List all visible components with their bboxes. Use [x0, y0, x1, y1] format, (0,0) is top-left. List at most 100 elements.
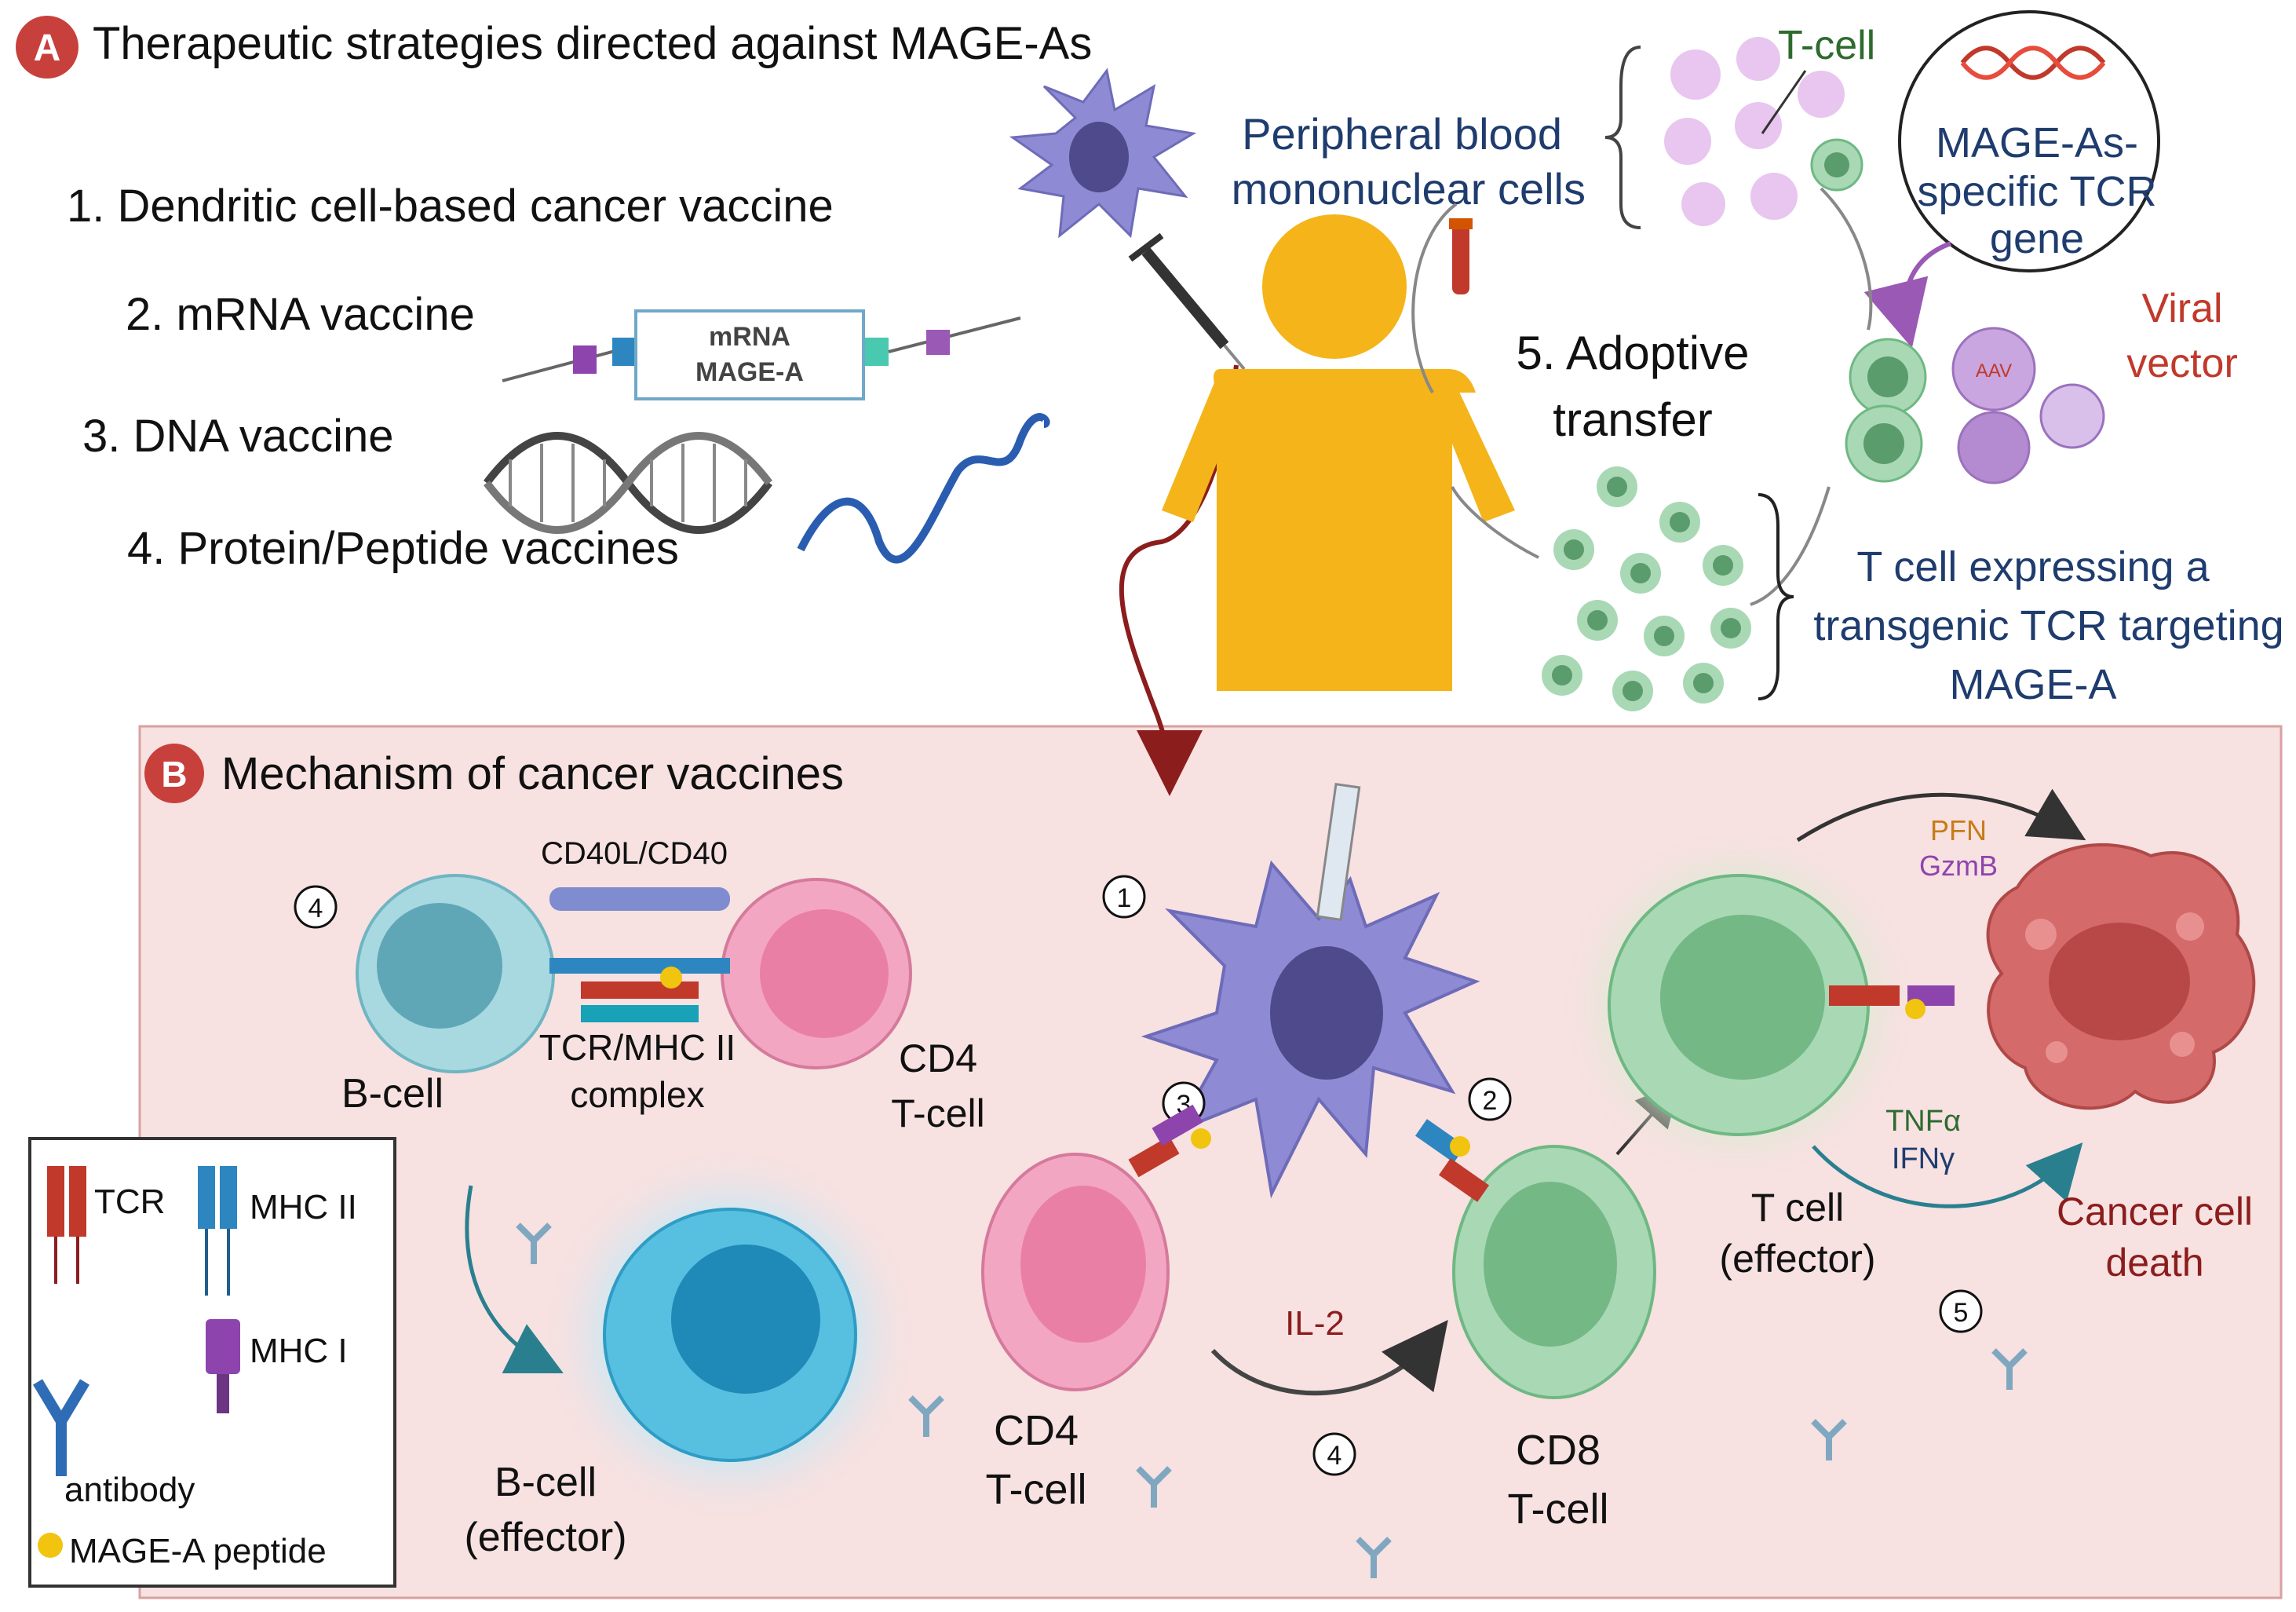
- legend-tcr-label: TCR: [94, 1182, 165, 1221]
- expanded-tcell-cluster-icon: [1542, 466, 1794, 711]
- bcell-effector-label-line2: (effector): [464, 1515, 626, 1560]
- legend-antibody-label: antibody: [64, 1471, 195, 1509]
- mrna-box-line1: mRNA: [709, 322, 790, 352]
- antibody-icons: [516, 1223, 2028, 1578]
- cd4-bottom-label-line2: T-cell: [985, 1466, 1086, 1513]
- blood-tube-icon: [1449, 218, 1473, 294]
- gzmb-label: GzmB: [1919, 850, 1998, 882]
- mrna-vaccine-icon: mRNA MAGE-A: [502, 309, 1021, 400]
- step-5-marker: [1939, 1289, 1983, 1333]
- mrna-box-line2: MAGE-A: [695, 357, 804, 387]
- pbmc-label-line2: mononuclear cells: [1232, 164, 1586, 214]
- tcr-mhc-label-line2: complex: [570, 1074, 704, 1115]
- panel-b-background: [138, 725, 2283, 1599]
- tnfa-label: TNFα: [1885, 1105, 1961, 1138]
- bcell-label: B-cell: [341, 1071, 444, 1117]
- peptide-chain-icon: [797, 413, 1050, 564]
- pbmc-cluster-icon: [1604, 37, 1863, 229]
- transgenic-label-line3: MAGE-A: [1949, 661, 2116, 708]
- teff-label-line2: (effector): [1719, 1237, 1875, 1281]
- cancer-death-label-line2: death: [2105, 1241, 2203, 1285]
- strategy-list: 1. Dendritic cell-based cancer vaccine 2…: [67, 181, 834, 574]
- syringe-icon: [1128, 232, 1246, 371]
- pbmc-label-line1: Peripheral blood: [1242, 109, 1562, 159]
- panel-a-title: Therapeutic strategies directed against …: [93, 18, 1092, 69]
- bcell-effector-label-line1: B-cell: [495, 1460, 597, 1505]
- vaccination-route-arrow: [1119, 364, 1239, 796]
- aav-label: AAV: [1976, 360, 2012, 382]
- transgenic-label-line2: transgenic TCR targeting: [1813, 602, 2283, 649]
- tnfa-ifng-arrow: [1812, 1142, 2083, 1208]
- cd8-tcell-icon: [1414, 1119, 1656, 1399]
- step-4-bottom-marker: [1312, 1432, 1356, 1476]
- effector-tcell-icon: [1558, 824, 1955, 1186]
- transgenic-label-line1: T cell expressing a: [1856, 543, 2210, 590]
- cd4-tcell-bottom-icon: [981, 1104, 1211, 1391]
- tcr-gene-callout: MAGE-As- specific TCR gene: [1898, 10, 2160, 272]
- strategy-dendritic: 1. Dendritic cell-based cancer vaccine: [67, 181, 834, 232]
- expansion-loop: [1750, 486, 1831, 606]
- gene-to-vector-arrow: [1863, 241, 1952, 349]
- dna-helix-icon: [484, 432, 772, 534]
- pbmc-to-vector-loop: [1820, 187, 1873, 331]
- dendritic-cell-top-icon: [1009, 68, 1197, 239]
- panel-b-badge: [144, 744, 204, 803]
- tcr-gene-label-line2: specific TCR: [1917, 168, 2156, 215]
- cd8-label-line1: CD8: [1516, 1427, 1601, 1474]
- pfn-gzmb-arrow: [1796, 788, 2086, 843]
- reinfusion-loop: [1451, 486, 1539, 559]
- dendritic-cell-center-icon: [1141, 783, 1480, 1199]
- viral-vector-label-line1: Viral: [2141, 286, 2222, 331]
- tcr-gene-label-line3: gene: [1990, 215, 2084, 262]
- tcr-gene-label-line1: MAGE-As-: [1936, 119, 2138, 166]
- legend-mhc2-label: MHC II: [250, 1188, 357, 1226]
- legend-peptide-icon: [38, 1533, 63, 1558]
- strategy-mrna: 2. mRNA vaccine: [126, 289, 475, 340]
- cd8-label-line2: T-cell: [1507, 1486, 1608, 1533]
- step-4-bottom-number: 4: [1327, 1441, 1342, 1471]
- tcr-gene-dna-icon: [1960, 46, 2106, 80]
- cd4-bottom-label-line1: CD4: [994, 1407, 1079, 1454]
- step-2-marker: [1468, 1077, 1512, 1121]
- pfn-label: PFN: [1930, 814, 1987, 846]
- step-5-number: 5: [1954, 1298, 1969, 1328]
- cd4-top-label-line1: CD4: [899, 1036, 977, 1080]
- step-1-marker: [1102, 875, 1146, 919]
- tcell-label: T-cell: [1778, 23, 1875, 68]
- legend-box: TCR MHC II MHC I antibody MAGE-A peptide: [28, 1137, 396, 1588]
- strategy-dna: 3. DNA vaccine: [82, 411, 394, 462]
- bcell-activation-arrow: [465, 1185, 564, 1373]
- strategy-protein: 4. Protein/Peptide vaccines: [127, 523, 679, 574]
- legend-mhc1-label: MHC I: [250, 1332, 348, 1370]
- effector-bcell-icon: [542, 1146, 918, 1523]
- legend-antibody-icon: [32, 1379, 90, 1476]
- cancer-death-label-line1: Cancer cell: [2057, 1190, 2253, 1234]
- viral-vector-label-line2: vector: [2126, 341, 2238, 386]
- legend-tcr-icon: [47, 1166, 86, 1284]
- pbmc-extraction-loop: [1411, 203, 1458, 393]
- viral-vector-icons: AAV: [1951, 327, 2105, 484]
- panel-b-badge-letter: B: [161, 754, 187, 795]
- panel-b-title: Mechanism of cancer vaccines: [221, 748, 844, 799]
- ifng-label: IFNγ: [1892, 1142, 1955, 1175]
- tcell-pointer: [1761, 70, 1807, 134]
- adoptive-transfer-label-line2: transfer: [1553, 393, 1712, 446]
- cd4-top-label-line2: T-cell: [891, 1091, 984, 1135]
- step-2-number: 2: [1483, 1086, 1498, 1116]
- cancer-cell-icon: [1986, 843, 2256, 1110]
- bcell-cd4-interaction-icon: [356, 874, 912, 1073]
- step-4-top-number: 4: [308, 894, 323, 923]
- tcr-mhc-label-line1: TCR/MHC II: [539, 1027, 736, 1068]
- adoptive-transfer-label-line1: 5. Adoptive: [1517, 327, 1750, 379]
- legend-mhc2-icon: [198, 1166, 237, 1296]
- legend-peptide-label: MAGE-A peptide: [69, 1532, 327, 1570]
- patient-figure-icon: [1162, 214, 1515, 691]
- panel-a-badge-letter: A: [34, 27, 61, 69]
- mrna-box: [634, 309, 865, 400]
- il2-signal-arrow: [1210, 1320, 1448, 1396]
- cd40-label: CD40L/CD40: [541, 836, 728, 871]
- transduced-tcell-icons: [1845, 338, 1927, 483]
- step-1-number: 1: [1117, 883, 1132, 913]
